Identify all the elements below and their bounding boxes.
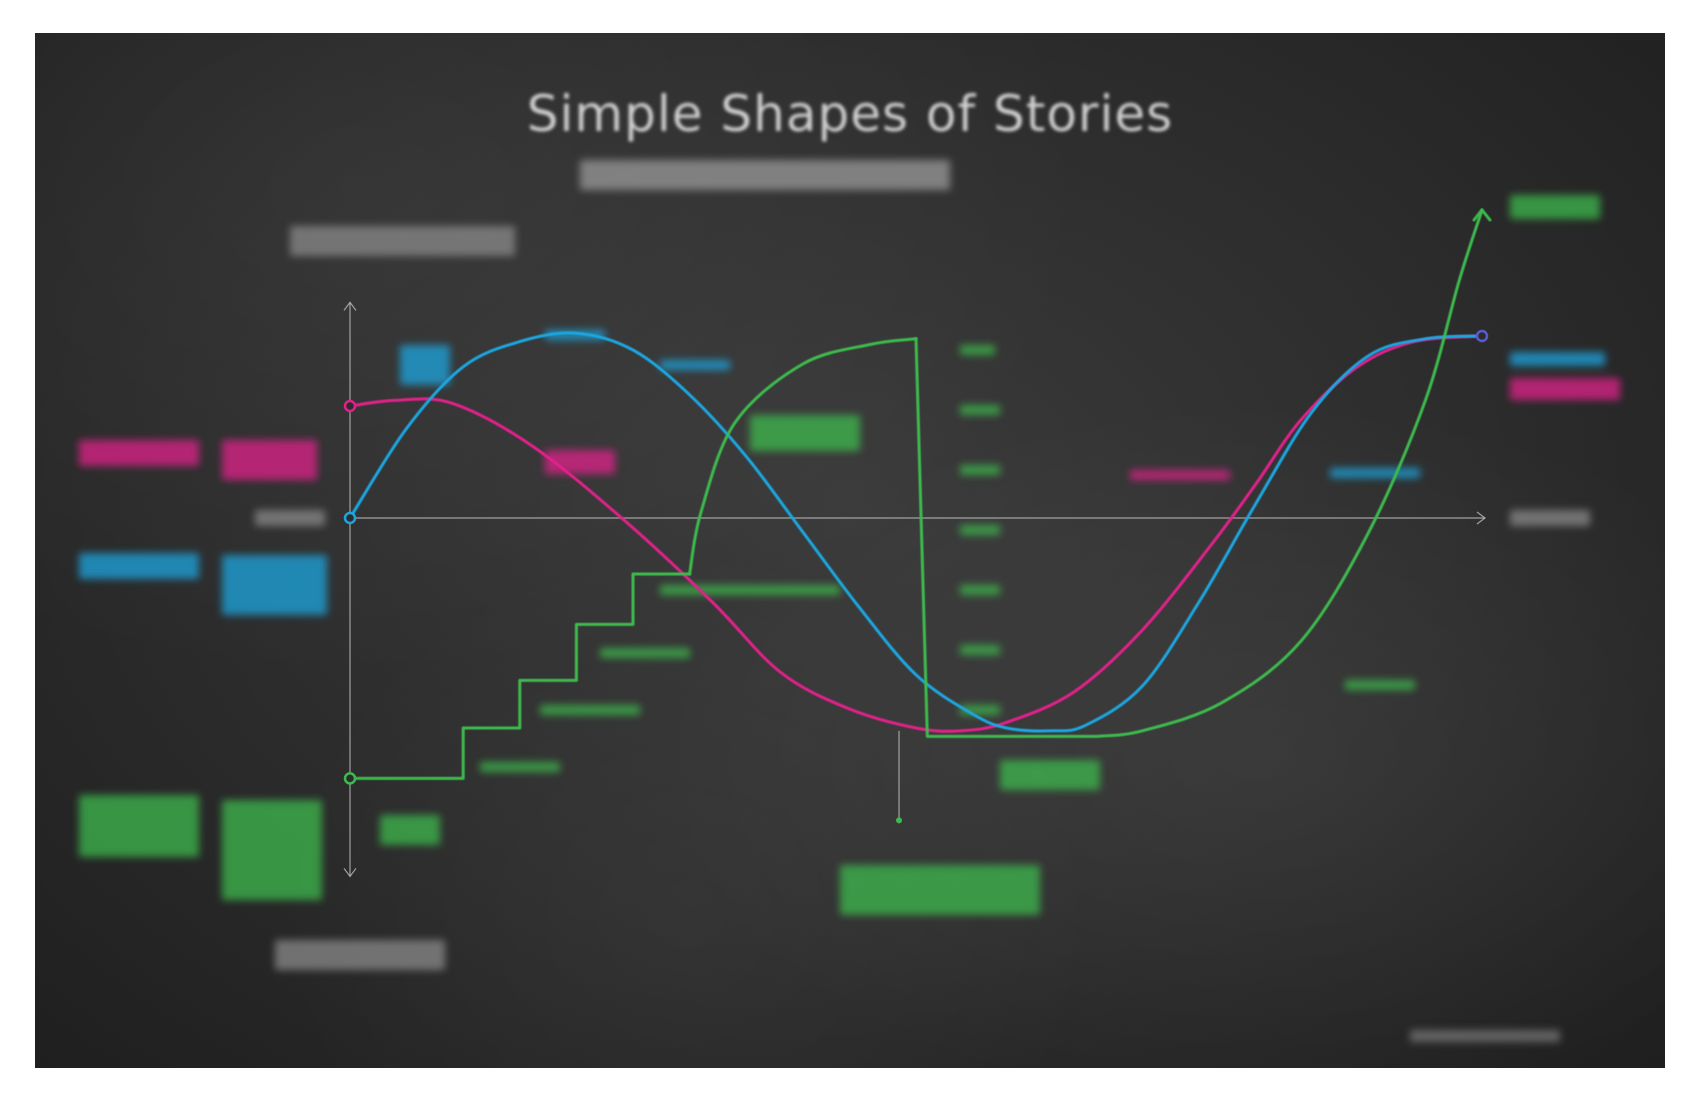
series-line-blue bbox=[348, 331, 1484, 733]
annotation-block-22 bbox=[1000, 760, 1100, 790]
annotation-block-21 bbox=[1345, 680, 1415, 690]
chart-title: Simple Shapes of Stories bbox=[526, 85, 1174, 143]
annotation-block-8 bbox=[1510, 195, 1600, 219]
annotation-block-31 bbox=[580, 160, 950, 190]
annotation-block-35 bbox=[275, 940, 445, 970]
story-lines bbox=[348, 208, 1492, 780]
annotation-block-24 bbox=[960, 345, 995, 355]
series-line-green-fall bbox=[914, 208, 1484, 738]
annotation-block-19 bbox=[1130, 470, 1230, 480]
annotation-block-15 bbox=[600, 648, 690, 658]
annotation-block-0 bbox=[79, 440, 199, 466]
annotation-block-2 bbox=[79, 795, 199, 857]
annotation-block-13 bbox=[750, 415, 860, 451]
series-line-green-rise bbox=[688, 337, 918, 576]
series-arrow-green bbox=[1472, 208, 1492, 222]
annotation-block-17 bbox=[480, 762, 560, 772]
x-axis-arrow bbox=[1476, 511, 1486, 525]
annotation-block-6 bbox=[1510, 352, 1605, 366]
annotation-block-7 bbox=[1510, 378, 1620, 400]
annotation-block-14 bbox=[660, 585, 840, 595]
annotation-block-32 bbox=[290, 226, 515, 256]
annotation-block-36 bbox=[1410, 1030, 1560, 1042]
annotation-block-29 bbox=[960, 645, 1000, 655]
end-marker-shared bbox=[1475, 329, 1489, 343]
annotation-block-1 bbox=[79, 553, 199, 579]
annotation-block-20 bbox=[1330, 468, 1420, 478]
annotation-block-4 bbox=[222, 555, 327, 615]
annotation-block-33 bbox=[255, 510, 325, 526]
series-line-magenta bbox=[348, 334, 1484, 733]
start-marker-magenta bbox=[343, 399, 357, 413]
start-marker-green bbox=[343, 772, 357, 785]
annotation-block-10 bbox=[400, 345, 450, 385]
annotation-block-3 bbox=[222, 440, 317, 480]
annotation-block-28 bbox=[960, 585, 1000, 595]
annotation-block-5 bbox=[222, 800, 322, 900]
annotation-block-27 bbox=[960, 525, 1000, 535]
annotation-block-23 bbox=[840, 865, 1040, 915]
line-markers bbox=[343, 329, 1489, 824]
series-line-green-steps bbox=[348, 572, 692, 780]
annotation-block-18 bbox=[380, 815, 440, 845]
y-axis-up-arrow bbox=[343, 301, 357, 311]
y-axis-down-arrow bbox=[343, 868, 357, 878]
axes bbox=[343, 301, 1486, 878]
annotation-block-34 bbox=[1510, 510, 1590, 526]
annotation-block-16 bbox=[540, 705, 640, 715]
annotation-block-25 bbox=[960, 405, 1000, 415]
start-marker-blue bbox=[343, 511, 357, 525]
annotation-block-26 bbox=[960, 465, 1000, 475]
annotation-block-11 bbox=[660, 360, 730, 370]
blurred-annotations bbox=[79, 160, 1620, 1042]
break-marker-dot bbox=[896, 817, 903, 824]
